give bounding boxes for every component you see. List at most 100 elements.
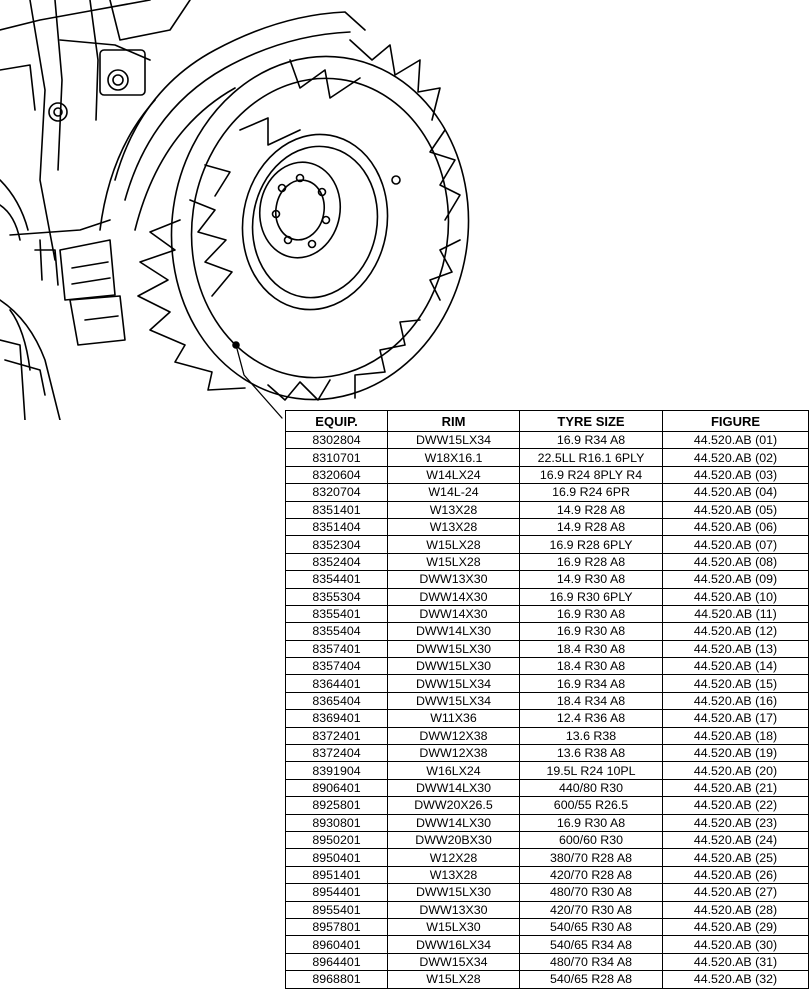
rim-cell: DWW20X26.5 — [387, 796, 520, 815]
equip-cell: 8357404 — [285, 657, 388, 676]
rim-cell: DWW13X30 — [387, 900, 520, 919]
rim-cell: W16LX24 — [387, 761, 520, 780]
column-header-equip: EQUIP. — [285, 410, 388, 432]
equip-cell: 8351401 — [285, 500, 388, 519]
table-header-row: EQUIP. RIM TYRE SIZE FIGURE — [285, 410, 809, 432]
rim-cell: W13X28 — [387, 500, 520, 519]
figure-cell: 44.520.AB (16) — [662, 691, 809, 711]
rim-cell: W15LX28 — [387, 970, 520, 989]
figure-cell: 44.520.AB (10) — [662, 587, 809, 606]
figure-cell: 44.520.AB (23) — [662, 813, 809, 832]
equip-cell: 8951401 — [285, 865, 388, 885]
tyre-size-cell: 480/70 R34 A8 — [519, 952, 663, 972]
tyre-size-cell: 540/65 R28 A8 — [519, 970, 663, 989]
rim-cell: DWW15LX30 — [387, 639, 520, 659]
tractor-wheel-illustration — [0, 0, 470, 420]
tyre-size-cell: 16.9 R30 A8 — [519, 604, 663, 624]
tyre-size-cell: 12.4 R36 A8 — [519, 709, 663, 728]
rim-cell: DWW15LX30 — [387, 657, 520, 676]
figure-cell: 44.520.AB (04) — [662, 483, 809, 502]
equip-cell: 8960401 — [285, 935, 388, 954]
rim-cell: DWW12X38 — [387, 744, 520, 763]
equip-cell: 8906401 — [285, 778, 388, 798]
equip-cell: 8950401 — [285, 848, 388, 867]
tyre-size-cell: 13.6 R38 — [519, 726, 663, 746]
figure-cell: 44.520.AB (07) — [662, 535, 809, 554]
tyre-size-cell: 16.9 R24 6PR — [519, 483, 663, 502]
figure-cell: 44.520.AB (30) — [662, 935, 809, 954]
rim-cell: W13X28 — [387, 517, 520, 537]
figure-cell: 44.520.AB (09) — [662, 570, 809, 589]
tyre-size-cell: 22.5LL R16.1 6PLY — [519, 448, 663, 467]
tyre-size-cell: 440/80 R30 — [519, 778, 663, 798]
equip-cell: 8372401 — [285, 726, 388, 746]
rim-cell: W18X16.1 — [387, 448, 520, 467]
rim-cell: DWW15X34 — [387, 952, 520, 972]
equip-cell: 8364401 — [285, 674, 388, 693]
tyre-size-cell: 600/60 R30 — [519, 830, 663, 850]
figure-cell: 44.520.AB (31) — [662, 952, 809, 972]
rim-cell: DWW14X30 — [387, 604, 520, 624]
equip-cell: 8955401 — [285, 900, 388, 919]
equip-cell: 8925801 — [285, 796, 388, 815]
figure-cell: 44.520.AB (12) — [662, 622, 809, 641]
rim-cell: DWW14X30 — [387, 587, 520, 606]
tyre-size-cell: 16.9 R28 6PLY — [519, 535, 663, 554]
column-header-rim: RIM — [387, 410, 520, 432]
figure-cell: 44.520.AB (26) — [662, 865, 809, 885]
rim-cell: W14LX24 — [387, 465, 520, 485]
rim-cell: W13X28 — [387, 865, 520, 885]
tyre-size-cell: 16.9 R30 6PLY — [519, 587, 663, 606]
tyre-size-cell: 16.9 R34 A8 — [519, 674, 663, 693]
equip-cell: 8354401 — [285, 570, 388, 589]
figure-cell: 44.520.AB (19) — [662, 744, 809, 763]
figure-cell: 44.520.AB (05) — [662, 500, 809, 519]
tyre-size-cell: 16.9 R24 8PLY R4 — [519, 465, 663, 485]
figure-cell: 44.520.AB (29) — [662, 917, 809, 937]
wheel-rim — [241, 133, 401, 311]
figure-cell: 44.520.AB (32) — [662, 970, 809, 989]
figure-cell: 44.520.AB (14) — [662, 657, 809, 676]
equip-cell: 8355401 — [285, 604, 388, 624]
equip-cell: 8355404 — [285, 622, 388, 641]
equip-cell: 8355304 — [285, 587, 388, 606]
rim-cell: DWW14LX30 — [387, 813, 520, 832]
equip-cell: 8310701 — [285, 448, 388, 467]
tyre-size-cell: 16.9 R30 A8 — [519, 813, 663, 832]
equip-cell: 8930801 — [285, 813, 388, 832]
figure-cell: 44.520.AB (11) — [662, 604, 809, 624]
rim-cell: DWW13X30 — [387, 570, 520, 589]
figure-cell: 44.520.AB (18) — [662, 726, 809, 746]
equip-cell: 8365404 — [285, 691, 388, 711]
tyre-size-cell: 480/70 R30 A8 — [519, 883, 663, 902]
tyre-size-cell: 540/65 R34 A8 — [519, 935, 663, 954]
tyre-size-cell: 380/70 R28 A8 — [519, 848, 663, 867]
rim-cell: DWW15LX34 — [387, 430, 520, 450]
tyre-size-cell: 14.9 R30 A8 — [519, 570, 663, 589]
equip-cell: 8964401 — [285, 952, 388, 972]
figure-cell: 44.520.AB (01) — [662, 430, 809, 450]
rim-cell: DWW14LX30 — [387, 622, 520, 641]
tractor-cab-frame — [0, 0, 191, 420]
rim-cell: W15LX28 — [387, 552, 520, 572]
